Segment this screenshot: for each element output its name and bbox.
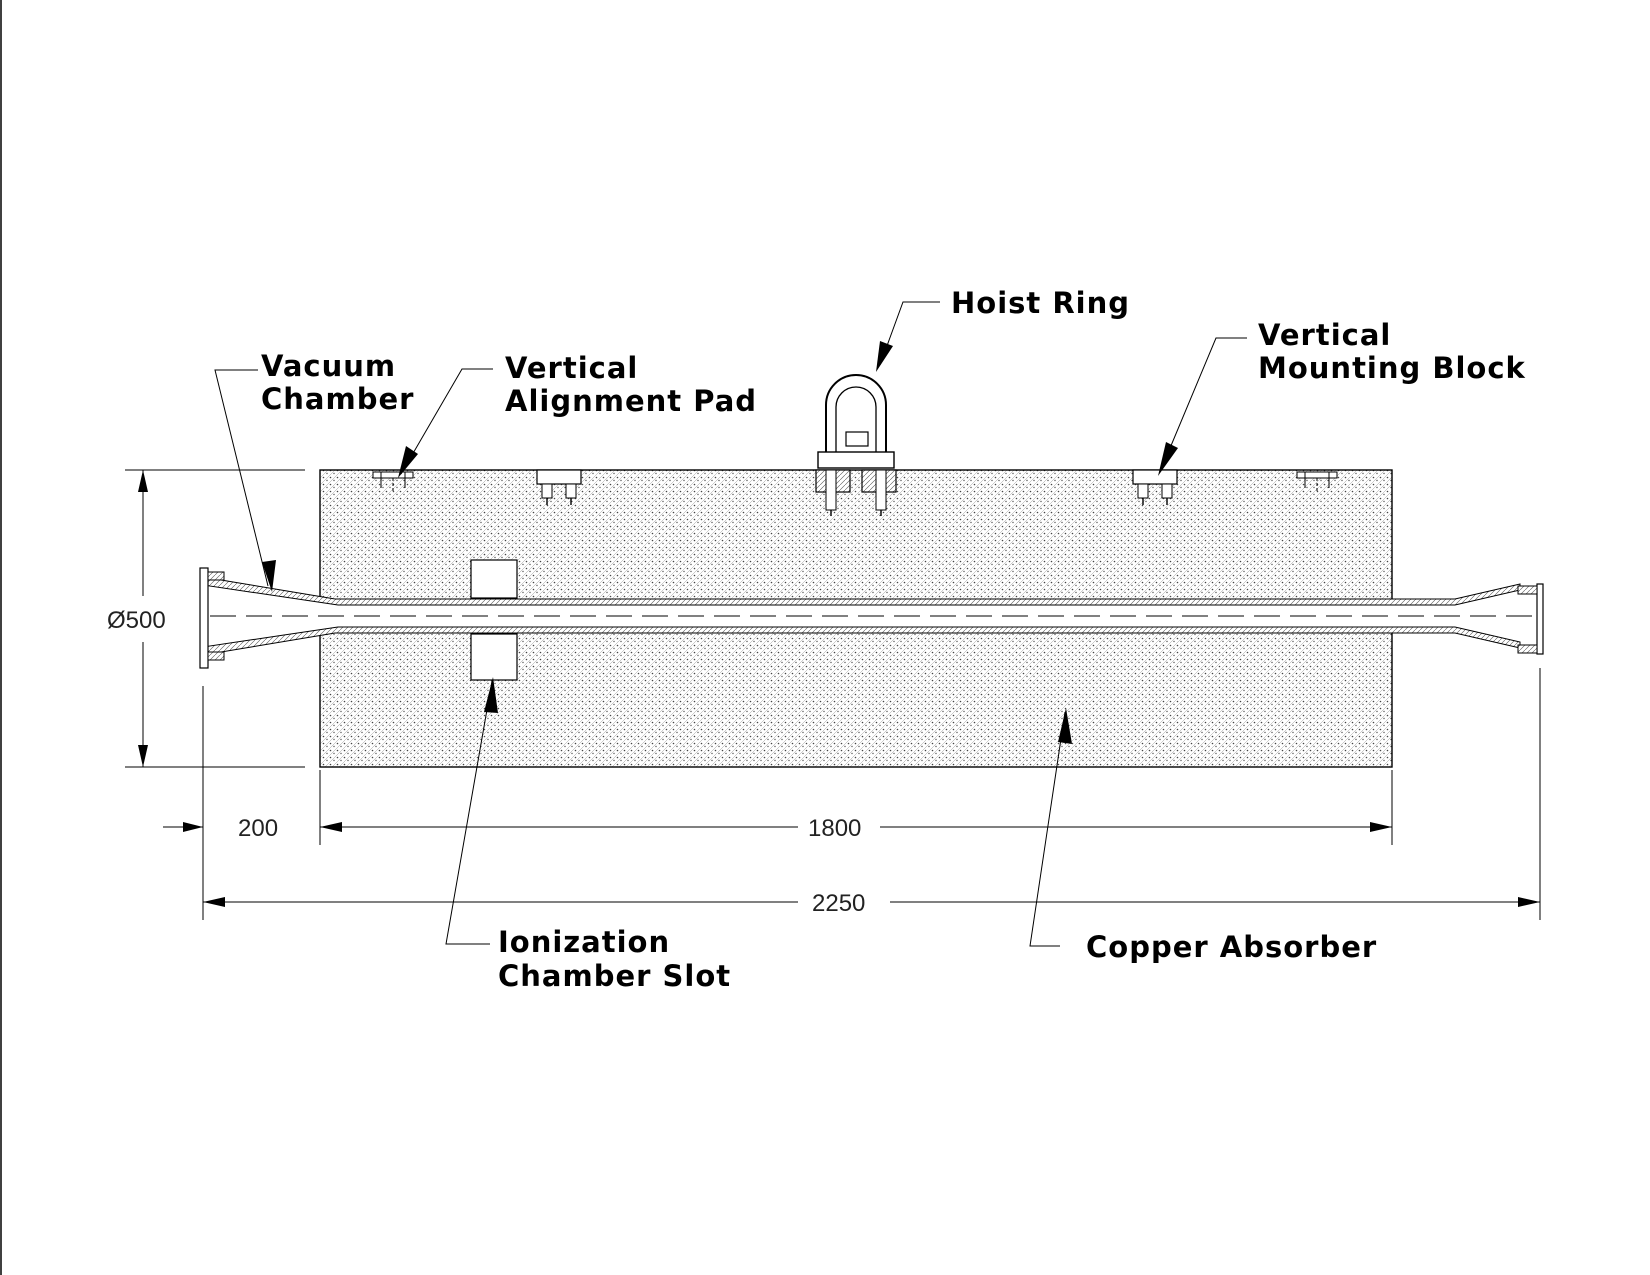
offset-dimension-label: 200: [238, 815, 278, 842]
vacuum-chamber: [199, 567, 1620, 669]
total-length-label: 2250: [812, 890, 865, 917]
alignment-pad-right: [1296, 471, 1338, 492]
absorber-length-label: 1800: [808, 815, 861, 842]
mounting-block-right: [1132, 469, 1178, 505]
hoist-ring-label: Hoist Ring: [951, 286, 1130, 320]
mounting-block-label-line1: Vertical: [1258, 318, 1391, 352]
alignment-pad-left: [372, 471, 414, 492]
vacuum-chamber-label-line1: Vacuum: [261, 349, 396, 383]
leader-lines: [214, 301, 1247, 947]
diameter-label: Ø500: [107, 607, 166, 634]
alignment-pad-label-line2: Alignment Pad: [505, 384, 757, 418]
annotations: Hoist Ring Vacuum Chamber Vertical Align…: [261, 286, 1526, 993]
mounting-block-left: [536, 469, 582, 505]
diameter-dimension: Ø500: [107, 469, 305, 768]
vacuum-chamber-label-line2: Chamber: [261, 382, 414, 416]
length-dimensions: 200 1800 2250: [163, 668, 1541, 920]
mounting-block-label-line2: Mounting Block: [1258, 351, 1526, 385]
ionization-chamber-slot: [470, 559, 518, 681]
copper-absorber-label: Copper Absorber: [1086, 930, 1377, 964]
ionization-chamber-label-line1: Ionization: [498, 925, 670, 959]
ionization-chamber-label-line2: Chamber Slot: [498, 959, 731, 993]
alignment-pad-label-line1: Vertical: [505, 351, 638, 385]
hoist-ring: [815, 374, 897, 516]
